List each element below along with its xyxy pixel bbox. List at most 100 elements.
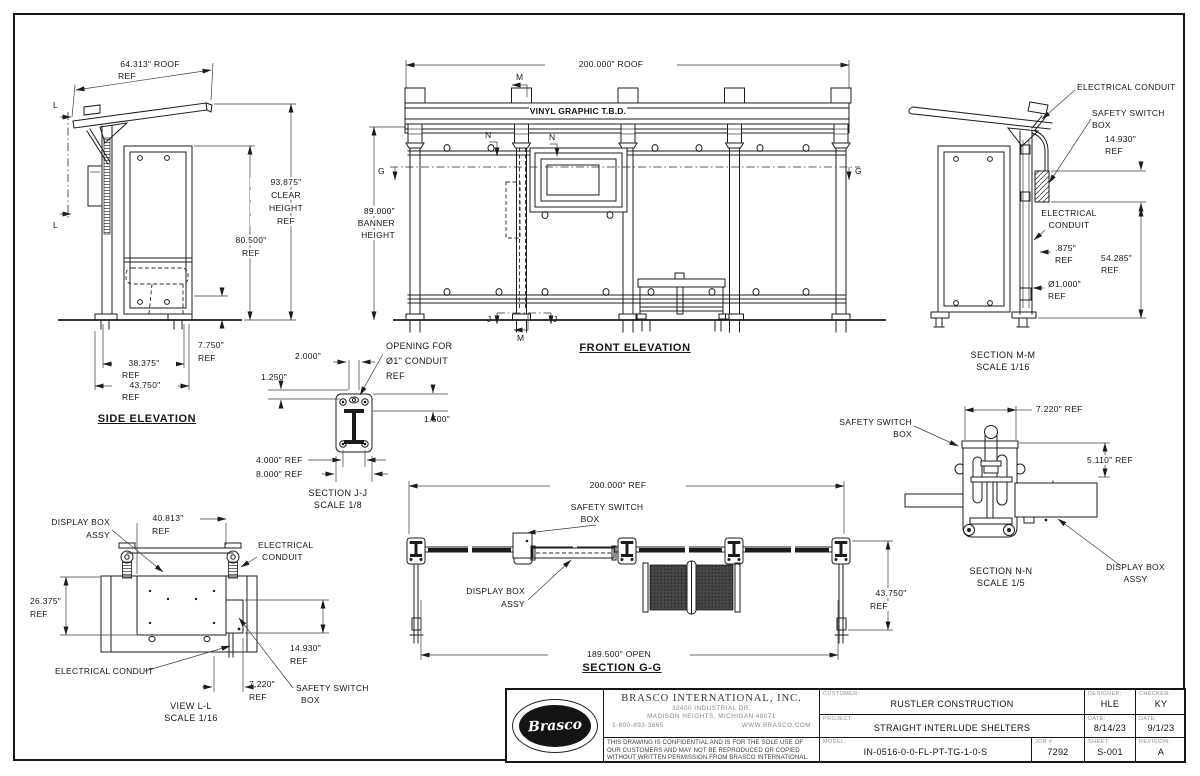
mm-875-dim: .875" bbox=[1055, 243, 1077, 253]
company-address-1: 32400 INDUSTRIAL DR. bbox=[671, 705, 752, 712]
customer-cell: CUSTOMER: RUSTLER CONSTRUCTION bbox=[820, 690, 1084, 714]
front-m-bottom: M bbox=[517, 333, 525, 343]
front-banner-height-dim: 89.000" bbox=[350, 206, 396, 217]
check-date-value: 9/1/23 bbox=[1147, 723, 1175, 733]
gg-safety-switch-1: SAFETY SWITCH bbox=[570, 502, 644, 512]
jj-1250-dim: 1.250" bbox=[261, 372, 288, 382]
nn-title: SECTION N-N bbox=[969, 566, 1033, 576]
checker-cell: CHECKER: KY bbox=[1136, 690, 1186, 714]
side-roof-dim: 64.313" ROOF bbox=[120, 59, 180, 69]
ll-display-box-1: DISPLAY BOX bbox=[51, 517, 110, 527]
mm-electrical-conduit-top: ELECTRICAL CONDUIT bbox=[1077, 82, 1176, 92]
post-bracket-left bbox=[118, 542, 136, 579]
side-7750-dim: 7.750" bbox=[198, 340, 225, 350]
ll-7220-ref: REF bbox=[249, 692, 267, 702]
jj-8000-dim: 8.000" REF bbox=[256, 469, 303, 479]
design-date-value: 8/14/23 bbox=[1093, 723, 1127, 733]
side-cut-l-bottom: L bbox=[53, 220, 59, 230]
jj-opening-3: REF bbox=[386, 371, 405, 381]
gg-43750-ref: REF bbox=[869, 601, 889, 612]
side-clear-height-ref: REF bbox=[250, 216, 322, 227]
side-43750-dim: 43.750" bbox=[112, 380, 178, 391]
side-roof-dim-ref: REF bbox=[118, 71, 136, 81]
company-name: BRASCO INTERNATIONAL, INC. bbox=[621, 693, 802, 704]
side-38375-dim: 38.375" bbox=[112, 358, 176, 369]
section-mm-view bbox=[908, 89, 1146, 328]
nn-7220-dim: 7.220" REF bbox=[1036, 404, 1083, 414]
side-43750-ref: REF bbox=[122, 392, 140, 402]
company-info: BRASCO INTERNATIONAL, INC. 32400 INDUSTR… bbox=[604, 690, 819, 737]
mm-875-ref: REF bbox=[1055, 255, 1073, 265]
company-address-2: MADISON HEIGHTS, MICHIGAN 48071 bbox=[647, 713, 776, 720]
ll-7220-dim: 7.220" bbox=[249, 679, 276, 689]
ll-elec-conduit-top-2: CONDUIT bbox=[262, 552, 303, 562]
side-elevation-title: SIDE ELEVATION bbox=[97, 413, 197, 425]
ll-title: VIEW L-L bbox=[170, 701, 212, 711]
section-jj-view bbox=[268, 353, 448, 482]
front-g-right: G bbox=[855, 166, 862, 176]
post-bracket-right bbox=[224, 542, 242, 579]
title-block: Brasco BRASCO INTERNATIONAL, INC. 32400 … bbox=[505, 688, 1186, 763]
project-cell: PROJECT: STRAIGHT INTERLUDE SHELTERS bbox=[820, 715, 1084, 737]
mm-safety-switch-1: SAFETY SWITCH bbox=[1092, 108, 1165, 118]
ll-elec-conduit-top-1: ELECTRICAL bbox=[258, 540, 314, 550]
design-date-cell: DATE: 8/14/23 bbox=[1085, 715, 1135, 737]
customer-value: RUSTLER CONSTRUCTION bbox=[890, 699, 1014, 709]
front-n-left: N bbox=[485, 130, 492, 140]
brasco-logo-text: Brasco bbox=[527, 716, 583, 736]
company-website: WWW.BRASCO.COM bbox=[741, 722, 811, 729]
front-j-right: J bbox=[553, 314, 558, 324]
side-clear-height-dim: 93.875" bbox=[250, 177, 322, 188]
front-banner-height-word2: HEIGHT bbox=[350, 230, 396, 241]
ll-26375-ref: REF bbox=[30, 609, 48, 619]
side-clear-height-word1: CLEAR bbox=[250, 190, 322, 201]
sheet-cell: SHEET: S-001 bbox=[1085, 738, 1135, 761]
nn-display-box-2: ASSY bbox=[1123, 574, 1148, 584]
section-gg-view bbox=[406, 481, 893, 660]
mm-safety-switch-2: BOX bbox=[1092, 120, 1111, 130]
revision-value: A bbox=[1157, 747, 1165, 757]
mm-14930-ref: REF bbox=[1105, 146, 1123, 156]
mm-54285-ref: REF bbox=[1100, 265, 1120, 276]
nn-safety-switch-2: BOX bbox=[893, 429, 912, 439]
ll-elec-conduit-bottom: ELECTRICAL CONDUIT bbox=[55, 666, 154, 676]
front-j-left: J bbox=[487, 314, 492, 324]
model-value: IN-0516-0-0-FL-PT-TG-1-0-S bbox=[863, 747, 988, 757]
front-g-left: G bbox=[378, 166, 385, 176]
project-value: STRAIGHT INTERLUDE SHELTERS bbox=[873, 723, 1031, 733]
bench-front bbox=[635, 272, 730, 332]
job-cell: JOB # 7292 bbox=[1032, 738, 1084, 761]
gg-safety-switch-2: BOX bbox=[580, 514, 600, 524]
front-roof-dim: 200.000" ROOF bbox=[545, 59, 677, 70]
check-date-cell: DATE: 9/1/23 bbox=[1136, 715, 1186, 737]
ll-safety-switch-1: SAFETY SWITCH bbox=[296, 683, 369, 693]
jj-1500-dim: 1.500" bbox=[424, 414, 451, 424]
front-elevation-view bbox=[369, 60, 886, 333]
posts bbox=[404, 87, 852, 333]
mm-electrical-conduit-mid-2: CONDUIT bbox=[1048, 220, 1090, 230]
jj-opening-1: OPENING FOR bbox=[386, 341, 453, 351]
ll-safety-switch-2: BOX bbox=[301, 695, 320, 705]
ll-40813-dim: 40.813" bbox=[136, 513, 200, 524]
side-80500-dim: 80.500" bbox=[215, 235, 287, 246]
display-box-front bbox=[529, 147, 628, 219]
ll-scale: SCALE 1/16 bbox=[164, 713, 218, 723]
side-cut-l-top: L bbox=[53, 100, 59, 110]
mm-54285-dim: 54.285" bbox=[1100, 253, 1134, 264]
nn-safety-switch-1: SAFETY SWITCH bbox=[839, 417, 912, 427]
front-m-top: M bbox=[516, 72, 524, 82]
confidentiality-note: THIS DRAWING IS CONFIDENTIAL AND IS FOR … bbox=[607, 739, 809, 762]
jj-opening-2: Ø1" CONDUIT bbox=[386, 356, 448, 366]
side-clear-height-word2: HEIGHT bbox=[250, 203, 322, 214]
brasco-logo: Brasco bbox=[507, 690, 603, 761]
nn-scale: SCALE 1/5 bbox=[976, 578, 1026, 588]
bench-plan bbox=[642, 560, 741, 615]
model-cell: MODEL: IN-0516-0-0-FL-PT-TG-1-0-S bbox=[820, 738, 1031, 761]
nn-display-box-1: DISPLAY BOX bbox=[1106, 562, 1165, 572]
jj-4000-dim: 4.000" REF bbox=[256, 455, 303, 465]
side-80500-ref: REF bbox=[215, 248, 287, 259]
gg-title: SECTION G-G bbox=[582, 662, 662, 674]
ll-display-box-2: ASSY bbox=[86, 530, 110, 540]
gg-display-box-1: DISPLAY BOX bbox=[466, 586, 525, 596]
